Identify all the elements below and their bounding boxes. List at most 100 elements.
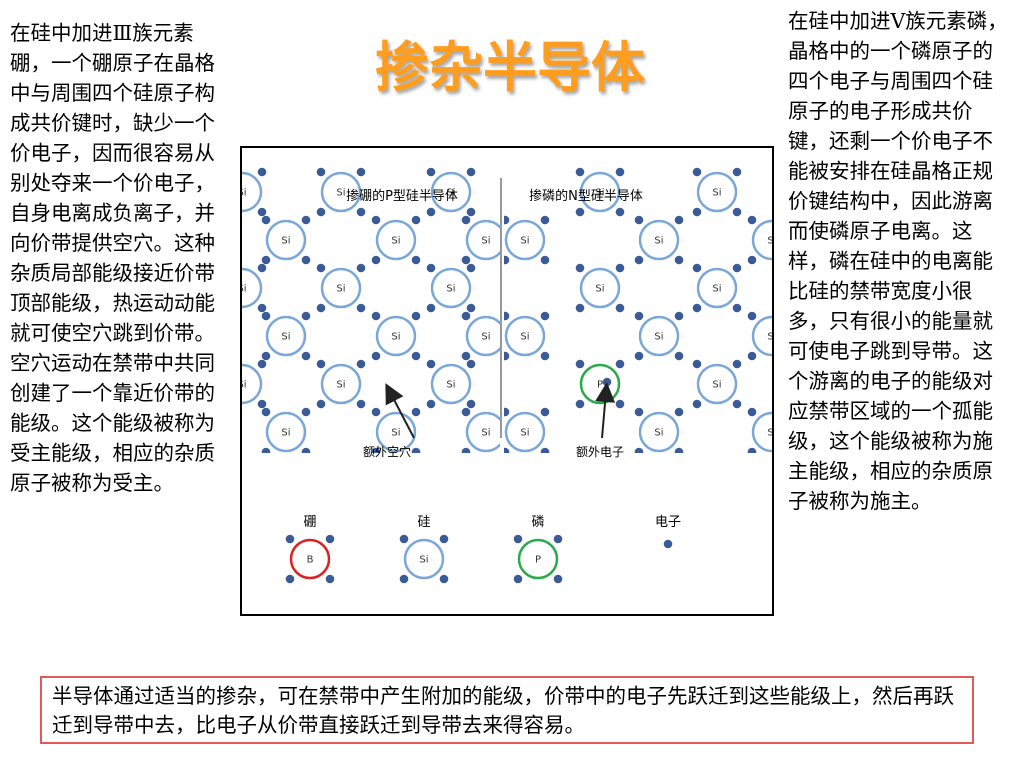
electron-dot <box>356 303 366 313</box>
atom-symbol: Si <box>712 380 721 391</box>
lattice-diagram: SiSiSiSiSiSiSiSiSiSiSiSiSiSiSiSiSiSi SiS… <box>242 167 772 584</box>
electron-dot <box>411 311 421 321</box>
electron-dot <box>553 534 563 544</box>
silicon-atom: Si <box>504 215 550 265</box>
electron-dot <box>356 167 366 177</box>
electron-dot <box>371 215 381 225</box>
phosphorus-atom: P <box>575 359 625 409</box>
atom-symbol: Si <box>481 332 490 343</box>
atom-symbol: B <box>307 555 314 566</box>
electron-dot <box>466 303 476 313</box>
extra-hole-label: 额外空穴 <box>363 444 411 459</box>
atom-symbol: Si <box>446 284 455 295</box>
electron-dot <box>634 255 644 265</box>
electron-dot <box>747 447 757 453</box>
electron-dot <box>747 351 757 361</box>
legend-label: 硼 <box>303 515 316 530</box>
atom-symbol: Si <box>391 332 400 343</box>
p-type-label: 掺硼的P型硅半导体 <box>346 188 458 204</box>
silicon-atom: Si <box>426 167 476 217</box>
silicon-atom: Si <box>261 407 311 453</box>
electron-dot <box>316 303 326 313</box>
electron-dot <box>371 407 381 417</box>
electron-dot <box>692 359 702 369</box>
electron-dot <box>439 574 449 584</box>
electron-dot <box>466 167 476 177</box>
electron-dot <box>692 207 702 217</box>
electron-dot <box>411 351 421 361</box>
atom-symbol: Si <box>336 380 345 391</box>
electron-dot <box>461 311 471 321</box>
electron-dot <box>575 303 585 313</box>
electron-dot <box>466 359 476 369</box>
electron-dot <box>316 167 326 177</box>
n-type-label: 掺磷的N型硅半导体 <box>529 188 643 204</box>
electron-dot <box>261 311 271 321</box>
atom-symbol: Si <box>391 428 400 439</box>
silicon-atom: Si <box>634 215 684 265</box>
electron-dot <box>461 351 471 361</box>
silicon-atom: Si <box>747 311 772 361</box>
extra-electron-dot <box>602 377 612 387</box>
boron-doping-explanation: 在硅中加进Ⅲ族元素硼，一个硼原子在晶格中与周围四个硅原子构成共价键时，缺少一个价… <box>10 21 215 495</box>
atom-symbol: Si <box>595 284 604 295</box>
electron-dot <box>461 407 471 417</box>
electron-dot <box>504 311 510 321</box>
legend-label: 磷 <box>531 515 544 530</box>
atom-symbol: Si <box>595 188 604 199</box>
electron-dot <box>257 399 267 409</box>
electron-dot <box>466 399 476 409</box>
electron-dot <box>513 534 523 544</box>
electron-dot <box>540 215 550 225</box>
electron-dot <box>732 263 742 273</box>
silicon-atom: Si <box>747 215 772 265</box>
atom-symbol: Si <box>281 428 290 439</box>
legend-label: 硅 <box>417 515 430 530</box>
silicon-atom: Si <box>316 263 366 313</box>
atom-symbol: Si <box>446 188 455 199</box>
electron-dot <box>316 359 326 369</box>
electron-dot <box>316 207 326 217</box>
electron-dot <box>411 255 421 265</box>
electron-dot <box>634 407 644 417</box>
n-type-lattice: SiSiSiSiSiSiSiSiSiSiPSiSiSiSi <box>504 167 772 453</box>
electron-dot <box>615 263 625 273</box>
electron-dot <box>257 263 267 273</box>
electron-dot <box>461 447 471 453</box>
electron-dot <box>575 263 585 273</box>
electron-dot <box>325 534 335 544</box>
phosphorus-doping-explanation: 在硅中加进Ⅴ族元素磷，晶格中的一个磷原子的四个电子与周围四个硅原子的电子形成共价… <box>788 9 1008 513</box>
atom-symbol: Si <box>767 332 772 343</box>
electron-dot <box>426 167 436 177</box>
silicon-atom: Si <box>461 407 500 453</box>
atom-symbol: Si <box>481 236 490 247</box>
electron-dot <box>356 263 366 273</box>
electron-dot <box>371 311 381 321</box>
electron-dot <box>504 447 510 453</box>
electron-dot <box>747 407 757 417</box>
electron-dot <box>301 407 311 417</box>
silicon-atom: Si <box>242 359 267 409</box>
electron-dot <box>504 351 510 361</box>
atom-symbol: Si <box>242 188 247 199</box>
atom-symbol: Si <box>336 188 345 199</box>
silicon-atom: Si <box>461 215 500 265</box>
silicon-atom: Si <box>692 263 742 313</box>
atom-symbol: Si <box>419 555 428 566</box>
electron-dot <box>261 255 271 265</box>
electron-dot <box>553 574 563 584</box>
electron-dot <box>371 447 381 453</box>
electron-dot <box>747 215 757 225</box>
electron-dot <box>575 167 585 177</box>
electron-dot <box>371 351 381 361</box>
electron-dot <box>426 207 436 217</box>
electron-dot <box>426 263 436 273</box>
silicon-atom: Si <box>261 215 311 265</box>
electron-dot <box>747 255 757 265</box>
electron-dot <box>674 255 684 265</box>
electron-dot <box>692 399 702 409</box>
hole-arrow <box>385 383 415 439</box>
atom-symbol: Si <box>520 236 529 247</box>
electron-dot <box>504 255 510 265</box>
